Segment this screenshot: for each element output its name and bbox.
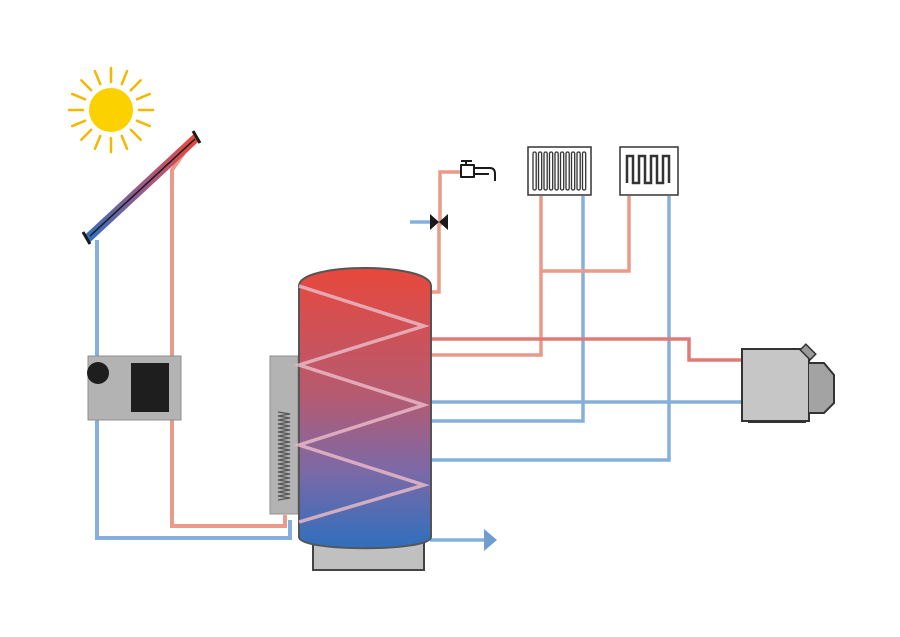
sun-ray	[129, 79, 142, 92]
water-tank-icon	[293, 267, 432, 571]
sun-ray	[93, 69, 102, 86]
radiator-fin	[532, 151, 537, 191]
radiator-fin	[581, 151, 587, 191]
hot-water-line	[430, 170, 463, 294]
sun-ray	[80, 79, 93, 92]
controller-icon	[131, 363, 169, 412]
sun-rays	[67, 66, 155, 154]
radiator-icon	[527, 146, 592, 196]
radiator-fin	[576, 151, 581, 191]
sun-ray	[120, 69, 129, 86]
floor-heating-coil	[625, 154, 671, 185]
floor-heating-icon	[619, 146, 679, 196]
sun-ray	[93, 134, 102, 151]
pump-station-icon	[87, 355, 182, 421]
radiator-fin	[554, 151, 559, 191]
sun-ray	[129, 128, 142, 141]
sun-ray	[135, 92, 152, 101]
radiator-fin	[559, 151, 565, 191]
boiler-flow-pipe	[430, 337, 741, 362]
radiator-flow-pipe	[430, 196, 543, 357]
distribution-pipes	[410, 170, 741, 542]
valve-icon	[430, 214, 448, 230]
radiator-fin	[537, 151, 543, 191]
floor-return-pipe	[430, 196, 671, 462]
sun-disc	[89, 88, 133, 132]
sun-icon	[67, 66, 155, 154]
element-coil-wire	[277, 411, 291, 501]
sun-ray	[135, 119, 152, 128]
floor-flow-pipe	[541, 196, 631, 273]
boiler-icon	[741, 343, 835, 423]
radiator-fin	[570, 151, 576, 191]
radiator-fin	[543, 151, 548, 191]
sun-ray	[70, 92, 87, 101]
sun-ray	[80, 128, 93, 141]
inlet-arrow-icon	[484, 529, 497, 551]
pump-icon	[87, 362, 109, 384]
radiator-return-pipe	[430, 196, 585, 423]
sun-ray	[70, 119, 87, 128]
solar-panel-icon	[81, 130, 202, 245]
heating-coil-icon	[269, 355, 299, 515]
radiator-fin	[565, 151, 570, 191]
sun-ray	[120, 134, 129, 151]
faucet-icon	[460, 160, 496, 181]
solar-flow-pipe	[170, 138, 287, 528]
radiator-fins	[532, 151, 587, 191]
element-coil	[277, 411, 291, 501]
radiator-fin	[548, 151, 554, 191]
solar-heat-exchanger	[293, 284, 430, 524]
